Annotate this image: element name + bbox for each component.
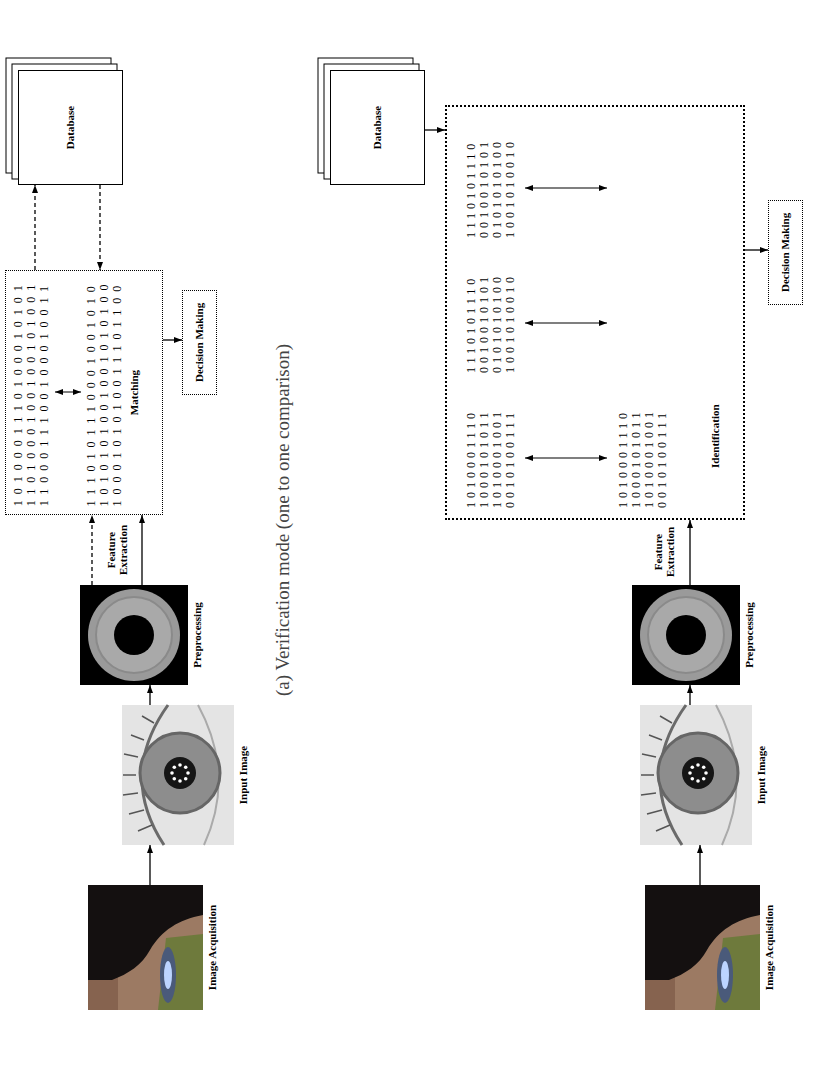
compare-arrow [55, 392, 81, 393]
binary-code: 1010001110 1000101011 1010001001 0010100… [465, 408, 517, 508]
decision-label: Decision Making [193, 303, 206, 382]
connector [149, 845, 150, 885]
dashed-connector [34, 185, 35, 270]
eye-photo [640, 705, 752, 845]
connector [745, 249, 768, 250]
binary-code: 1010001110100010101 1101000100100101001 … [12, 279, 51, 507]
decision-label: Decision Making [779, 213, 792, 292]
photo-label: Input Image [755, 705, 768, 845]
edge-label: Feature Extraction [105, 519, 129, 581]
preprocessing-box: Preprocessing [632, 585, 756, 685]
text-holder: 1110101110 0010010101 0101010100 1001010… [465, 138, 517, 238]
figure-caption: (a) Verification mode (one to one compar… [272, 305, 294, 735]
edge-label: Feature Extraction [652, 521, 676, 583]
connector [163, 339, 182, 340]
compare-spacer [51, 383, 85, 403]
matching-label: Matching [128, 370, 141, 415]
iris-photo [80, 585, 188, 685]
binary-code: 1010001110 1000101011 1010001001 0010100… [617, 408, 669, 508]
connector [689, 685, 690, 705]
dashed-connector [99, 185, 100, 270]
identification-box: 1010001110 1000101011 1010001001 0010100… [445, 105, 745, 520]
database-label: Database [64, 106, 77, 149]
acquisition-box: Image Acquisition [645, 885, 776, 1010]
connector [689, 520, 690, 585]
photo-label: Preprocessing [743, 585, 756, 685]
input-image-box: Input Image [122, 705, 250, 845]
database-label: Database [371, 106, 384, 149]
photo-label: Preprocessing [191, 585, 204, 685]
matching-box: 1010001110100010101 1101000100100101001 … [5, 270, 163, 515]
eye-photo [122, 705, 234, 845]
acquisition-photo [645, 885, 760, 1010]
identification-label: Identification [709, 404, 722, 468]
photo-label: Image Acquisition [763, 885, 776, 1010]
iris-photo [632, 585, 740, 685]
preprocessing-box: Preprocessing [80, 585, 204, 685]
database-stack: Database [330, 70, 425, 185]
connector [149, 685, 150, 705]
photo-label: Input Image [237, 705, 250, 845]
text-holder: 1010001110 1000101011 1010001001 0010100… [465, 408, 517, 508]
photo-label: Image Acquisition [206, 885, 219, 1010]
binary-code: 1110101110 0010010101 0101010100 1001010… [465, 273, 517, 373]
binary-code: 1110101110 0010010101 0101010100 1001010… [465, 138, 517, 238]
compare-arrow [525, 322, 607, 323]
acquisition-photo [88, 885, 203, 1010]
connector [425, 129, 445, 130]
text-holder: 1010001110 1000101011 1010001001 0010100… [617, 408, 669, 508]
compare-symbol [51, 383, 85, 403]
dashed-connector [91, 515, 92, 585]
text-holder: 1110101110 0010010101 0101010100 1001010… [465, 273, 517, 373]
decision-box: Decision Making [182, 290, 217, 395]
compare-arrow [525, 187, 607, 188]
text-holder: Identification [709, 404, 722, 468]
acquisition-box: Image Acquisition [88, 885, 219, 1010]
decision-box: Decision Making [768, 200, 803, 305]
input-image-box: Input Image [640, 705, 768, 845]
database-stack: Database [18, 70, 123, 185]
connector [141, 515, 142, 585]
compare-arrow [525, 457, 607, 458]
connector [699, 845, 700, 885]
binary-code: 1110101110001001010 1010101001001010100 … [85, 279, 124, 507]
